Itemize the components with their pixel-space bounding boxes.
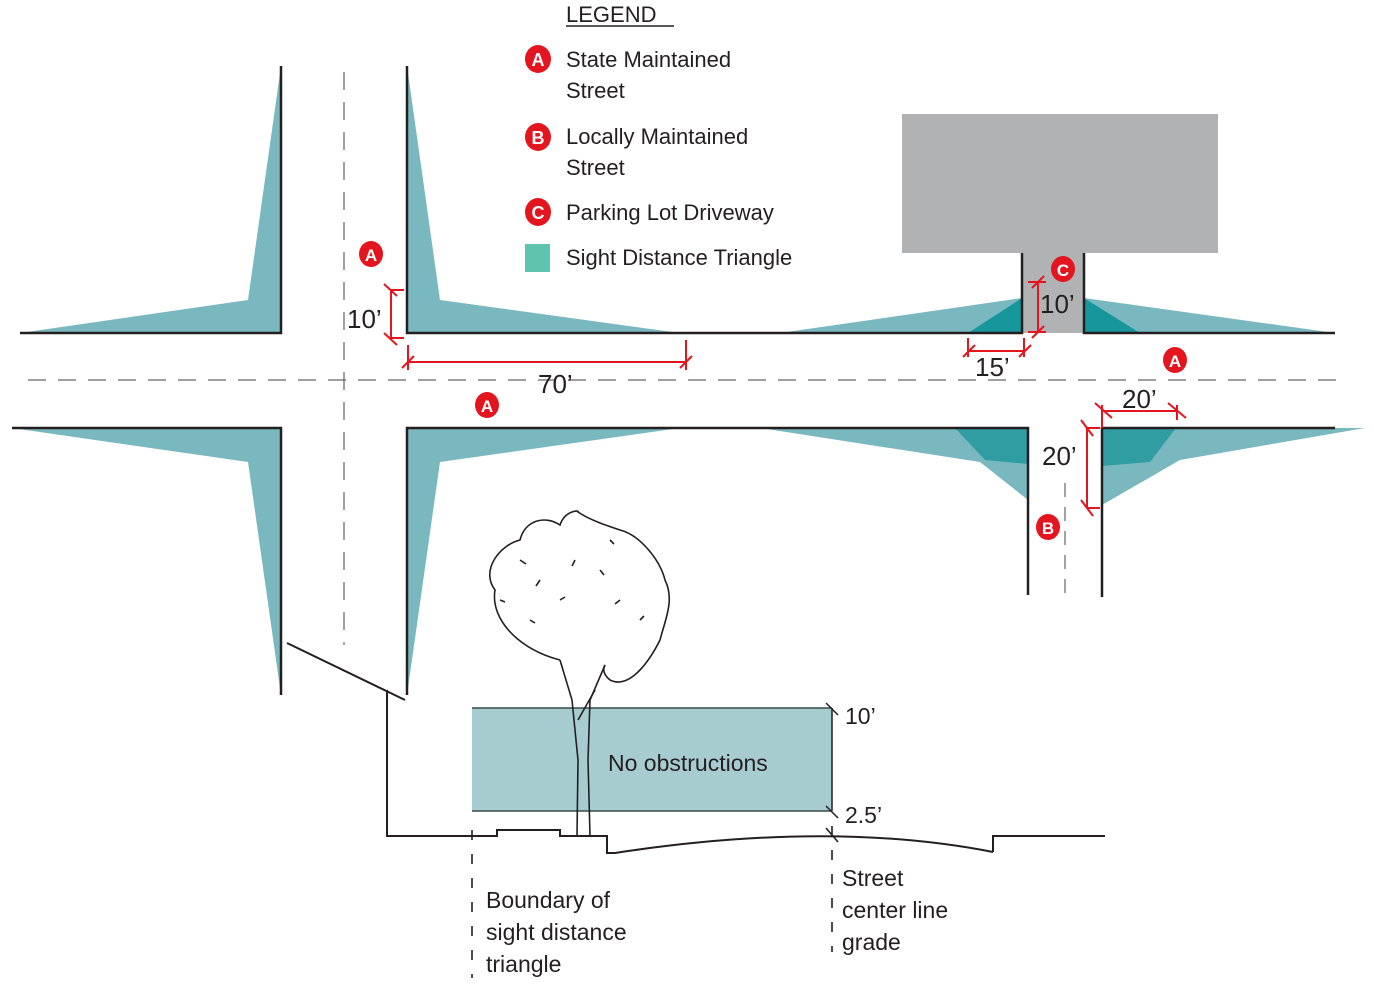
badge-a-left: A: [359, 241, 383, 267]
svg-text:A: A: [1169, 352, 1181, 371]
centerline-label-line1: Street: [842, 865, 904, 891]
height-10-label: 10’: [845, 703, 876, 729]
badge-a-main: A: [475, 392, 499, 418]
svg-text:B: B: [1042, 519, 1054, 538]
legend-swatch-sight-triangle: [525, 244, 550, 272]
sight-triangle-sw: [12, 428, 281, 695]
dim-15: 15’: [975, 352, 1010, 382]
boundary-label-line3: triangle: [486, 951, 561, 977]
sight-triangle-b-left-dark: [955, 428, 1028, 464]
building: [902, 114, 1218, 253]
dimensions: [383, 275, 1187, 517]
curb-b-left: [760, 426, 1030, 595]
tree-icon: [489, 510, 671, 837]
legend-badge-b: B: [532, 128, 545, 148]
legend-title: LEGEND: [566, 2, 656, 27]
legend-badge-a: A: [532, 50, 545, 70]
curb-sw: [12, 426, 283, 695]
sight-triangle-nw: [20, 66, 281, 333]
dim-10-left: 10’: [347, 304, 382, 334]
centerline-label-line2: center line: [842, 897, 948, 923]
sight-triangle-driveway-right-dark: [1084, 298, 1140, 333]
no-obstructions-label: No obstructions: [608, 750, 768, 776]
sight-triangle-driveway-left-light: [780, 298, 1022, 333]
sight-triangle-ne: [407, 66, 680, 333]
sight-triangle-b-left-light: [760, 428, 1028, 500]
sight-triangle-b-right-light: [1102, 428, 1365, 505]
no-obstruction-zone: [472, 708, 832, 811]
curb-se: [405, 426, 760, 695]
curb-driveway-left: [690, 253, 1024, 335]
legend-item-triangle-line1: Sight Distance Triangle: [566, 245, 792, 270]
legend-item-b-line1: Locally Maintained: [566, 124, 748, 149]
dim-70: 70’: [538, 369, 573, 399]
ground-profile: [386, 690, 615, 854]
legend-badge-c: C: [532, 203, 545, 223]
boundary-label-line1: Boundary of: [486, 887, 611, 913]
centerline-label-line3: grade: [842, 929, 901, 955]
boundary-label-line2: sight distance: [486, 919, 627, 945]
driveway-area: [690, 114, 1335, 335]
cross-section: No obstructions 10’ 2.5’ Boundary of sig…: [286, 510, 1105, 978]
dim-20-vertical: 20’: [1042, 441, 1077, 471]
badge-c-driveway: C: [1051, 256, 1075, 282]
badge-a-right: A: [1163, 347, 1187, 373]
left-intersection: [12, 66, 760, 695]
curb-nw: [20, 66, 283, 335]
svg-text:A: A: [365, 246, 377, 265]
sight-triangle-driveway-right-light: [1084, 298, 1335, 333]
sight-triangle-b-right-dark: [1102, 428, 1176, 466]
svg-text:A: A: [481, 397, 493, 416]
height-2-5-label: 2.5’: [845, 802, 882, 828]
svg-text:C: C: [1057, 261, 1069, 280]
legend-item-c-line1: Parking Lot Driveway: [566, 200, 774, 225]
legend-item-a-line1: State Maintained: [566, 47, 731, 72]
legend-item-a-line2: Street: [566, 78, 625, 103]
curb-driveway-right: [1082, 253, 1335, 335]
legend: LEGEND A State Maintained Street B Local…: [525, 2, 792, 272]
dim-10-driveway: 10’: [1040, 289, 1075, 319]
sight-triangle-driveway-left-dark: [968, 298, 1022, 333]
badge-b-local: B: [1036, 514, 1060, 540]
sight-triangle-se: [407, 428, 680, 695]
dim-20-horizontal: 20’: [1122, 384, 1157, 414]
legend-item-b-line2: Street: [566, 155, 625, 180]
curb-ne: [405, 66, 690, 335]
